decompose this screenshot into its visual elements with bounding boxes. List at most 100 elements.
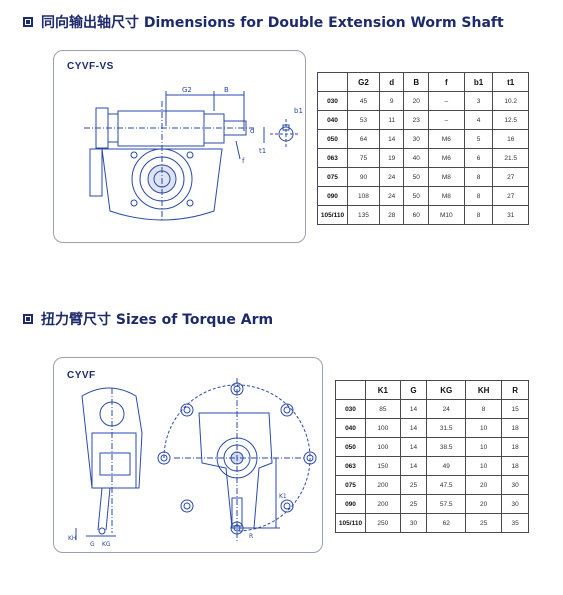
table-cell: 30 — [501, 475, 529, 495]
table-cell: 50 — [403, 167, 430, 187]
dim-label-g: G — [90, 541, 95, 548]
table-cell: 30 — [501, 494, 529, 514]
table-cell: 108 — [347, 186, 380, 206]
table-header-cell — [335, 380, 366, 400]
table-cell: M8 — [428, 186, 465, 206]
table-cell: 50 — [403, 186, 430, 206]
table-header-cell: KG — [426, 380, 467, 400]
table-row: 030 45 9 20 – 3 10.2 — [317, 91, 529, 111]
table-cell: 23 — [403, 110, 430, 130]
table-cell: 16 — [492, 129, 529, 149]
table-header-cell: R — [501, 380, 529, 400]
table-cell: 10.2 — [492, 91, 529, 111]
table-row: 040 53 11 23 – 4 12.5 — [317, 110, 529, 130]
dim-label-kh: KH — [68, 535, 76, 542]
table-cell: 8 — [465, 399, 503, 419]
table-cell: 11 — [378, 110, 405, 130]
table-cell: – — [428, 110, 465, 130]
table-cell: 250 — [365, 513, 401, 533]
table-cell: 090 — [335, 494, 366, 514]
table-header-cell: b1 — [463, 72, 494, 92]
table-header-row: K1 G KG KH R — [335, 380, 529, 400]
table-cell: 25 — [399, 475, 428, 495]
table-cell: 14 — [399, 399, 428, 419]
table-header-cell: d — [378, 72, 405, 92]
table-header-cell: t1 — [492, 72, 529, 92]
table-cell: 45 — [347, 91, 380, 111]
table-cell: 28 — [378, 205, 405, 225]
dim-label-f: f — [242, 157, 245, 165]
table-cell: 31.5 — [426, 418, 467, 438]
table-cell: 62 — [426, 513, 467, 533]
table-header-row: G2 d B f b1 t1 — [317, 72, 529, 92]
table-cell: 25 — [465, 513, 503, 533]
drawing-panel-torque-arm: CYVF — [53, 357, 323, 553]
table-cell: 3 — [463, 91, 494, 111]
table-header-cell: B — [403, 72, 430, 92]
table-cell: 24 — [426, 399, 467, 419]
table-row: 050 100 14 38.5 10 18 — [335, 437, 529, 457]
table-header-cell: KH — [465, 380, 503, 400]
panel-label: CYVF-VS — [67, 61, 114, 72]
table-cell: 050 — [335, 437, 366, 457]
table-cell: M10 — [428, 205, 465, 225]
section-title-worm-shaft: 同向输出轴尺寸 Dimensions for Double Extension … — [23, 12, 504, 32]
table-cell: 10 — [465, 418, 503, 438]
worm-shaft-drawing: G2 B b1 d t1 f — [84, 86, 303, 221]
table-cell: 85 — [365, 399, 401, 419]
table-row: 090 108 24 50 M8 8 27 — [317, 186, 529, 206]
table-cell: 135 — [347, 205, 380, 225]
table-cell: 30 — [399, 513, 428, 533]
dim-label-t1: t1 — [259, 147, 266, 155]
table-cell: 200 — [365, 475, 401, 495]
table-cell: 063 — [317, 148, 348, 168]
table-cell: 090 — [317, 186, 348, 206]
table-cell: 40 — [403, 148, 430, 168]
table-row: 075 90 24 50 M8 8 27 — [317, 167, 529, 187]
dim-label-b: B — [224, 86, 229, 94]
table-cell: 18 — [501, 456, 529, 476]
table-row: 063 150 14 49 10 18 — [335, 456, 529, 476]
table-header-cell: K1 — [365, 380, 401, 400]
table-cell: 9 — [378, 91, 405, 111]
section-title-text: 同向输出轴尺寸 Dimensions for Double Extension … — [41, 15, 504, 31]
table-cell: 8 — [463, 167, 494, 187]
table-cell: – — [428, 91, 465, 111]
table-cell: 60 — [403, 205, 430, 225]
table-cell: 100 — [365, 437, 401, 457]
table-cell: 18 — [501, 418, 529, 438]
table-cell: 14 — [399, 437, 428, 457]
table-cell: M6 — [428, 148, 465, 168]
table-cell: 64 — [347, 129, 380, 149]
table-cell: 105/110 — [317, 205, 348, 225]
square-bullet-icon — [23, 17, 33, 27]
square-bullet-icon — [23, 314, 33, 324]
table-cell: 14 — [399, 418, 428, 438]
table-cell: 10 — [465, 437, 503, 457]
section-title-torque-arm: 扭力臂尺寸 Sizes of Torque Arm — [23, 309, 273, 329]
table-cell: 20 — [403, 91, 430, 111]
table-cell: M6 — [428, 129, 465, 149]
torque-arm-drawing: KH G KG K1 R — [68, 378, 317, 548]
table-cell: 75 — [347, 148, 380, 168]
table-cell: 14 — [399, 456, 428, 476]
table-cell: 8 — [463, 205, 494, 225]
table-cell: 24 — [378, 186, 405, 206]
table-cell: 12.5 — [492, 110, 529, 130]
table-cell: 4 — [463, 110, 494, 130]
dim-label-k1: K1 — [279, 493, 287, 500]
table-cell: 38.5 — [426, 437, 467, 457]
table-row: 030 85 14 24 8 15 — [335, 399, 529, 419]
table-cell: 27 — [492, 186, 529, 206]
panel-label: CYVF — [67, 370, 96, 381]
table-cell: M8 — [428, 167, 465, 187]
torque-arm-dimensions-table: K1 G KG KH R 030 85 14 24 8 15 040 100 1… — [335, 380, 529, 533]
section-title-text: 扭力臂尺寸 Sizes of Torque Arm — [41, 312, 274, 328]
dim-label-g2: G2 — [182, 86, 192, 94]
table-cell: 90 — [347, 167, 380, 187]
table-cell: 15 — [501, 399, 529, 419]
table-row: 105/110 135 28 60 M10 8 31 — [317, 205, 529, 225]
table-cell: 040 — [335, 418, 366, 438]
table-cell: 8 — [463, 186, 494, 206]
table-cell: 25 — [399, 494, 428, 514]
